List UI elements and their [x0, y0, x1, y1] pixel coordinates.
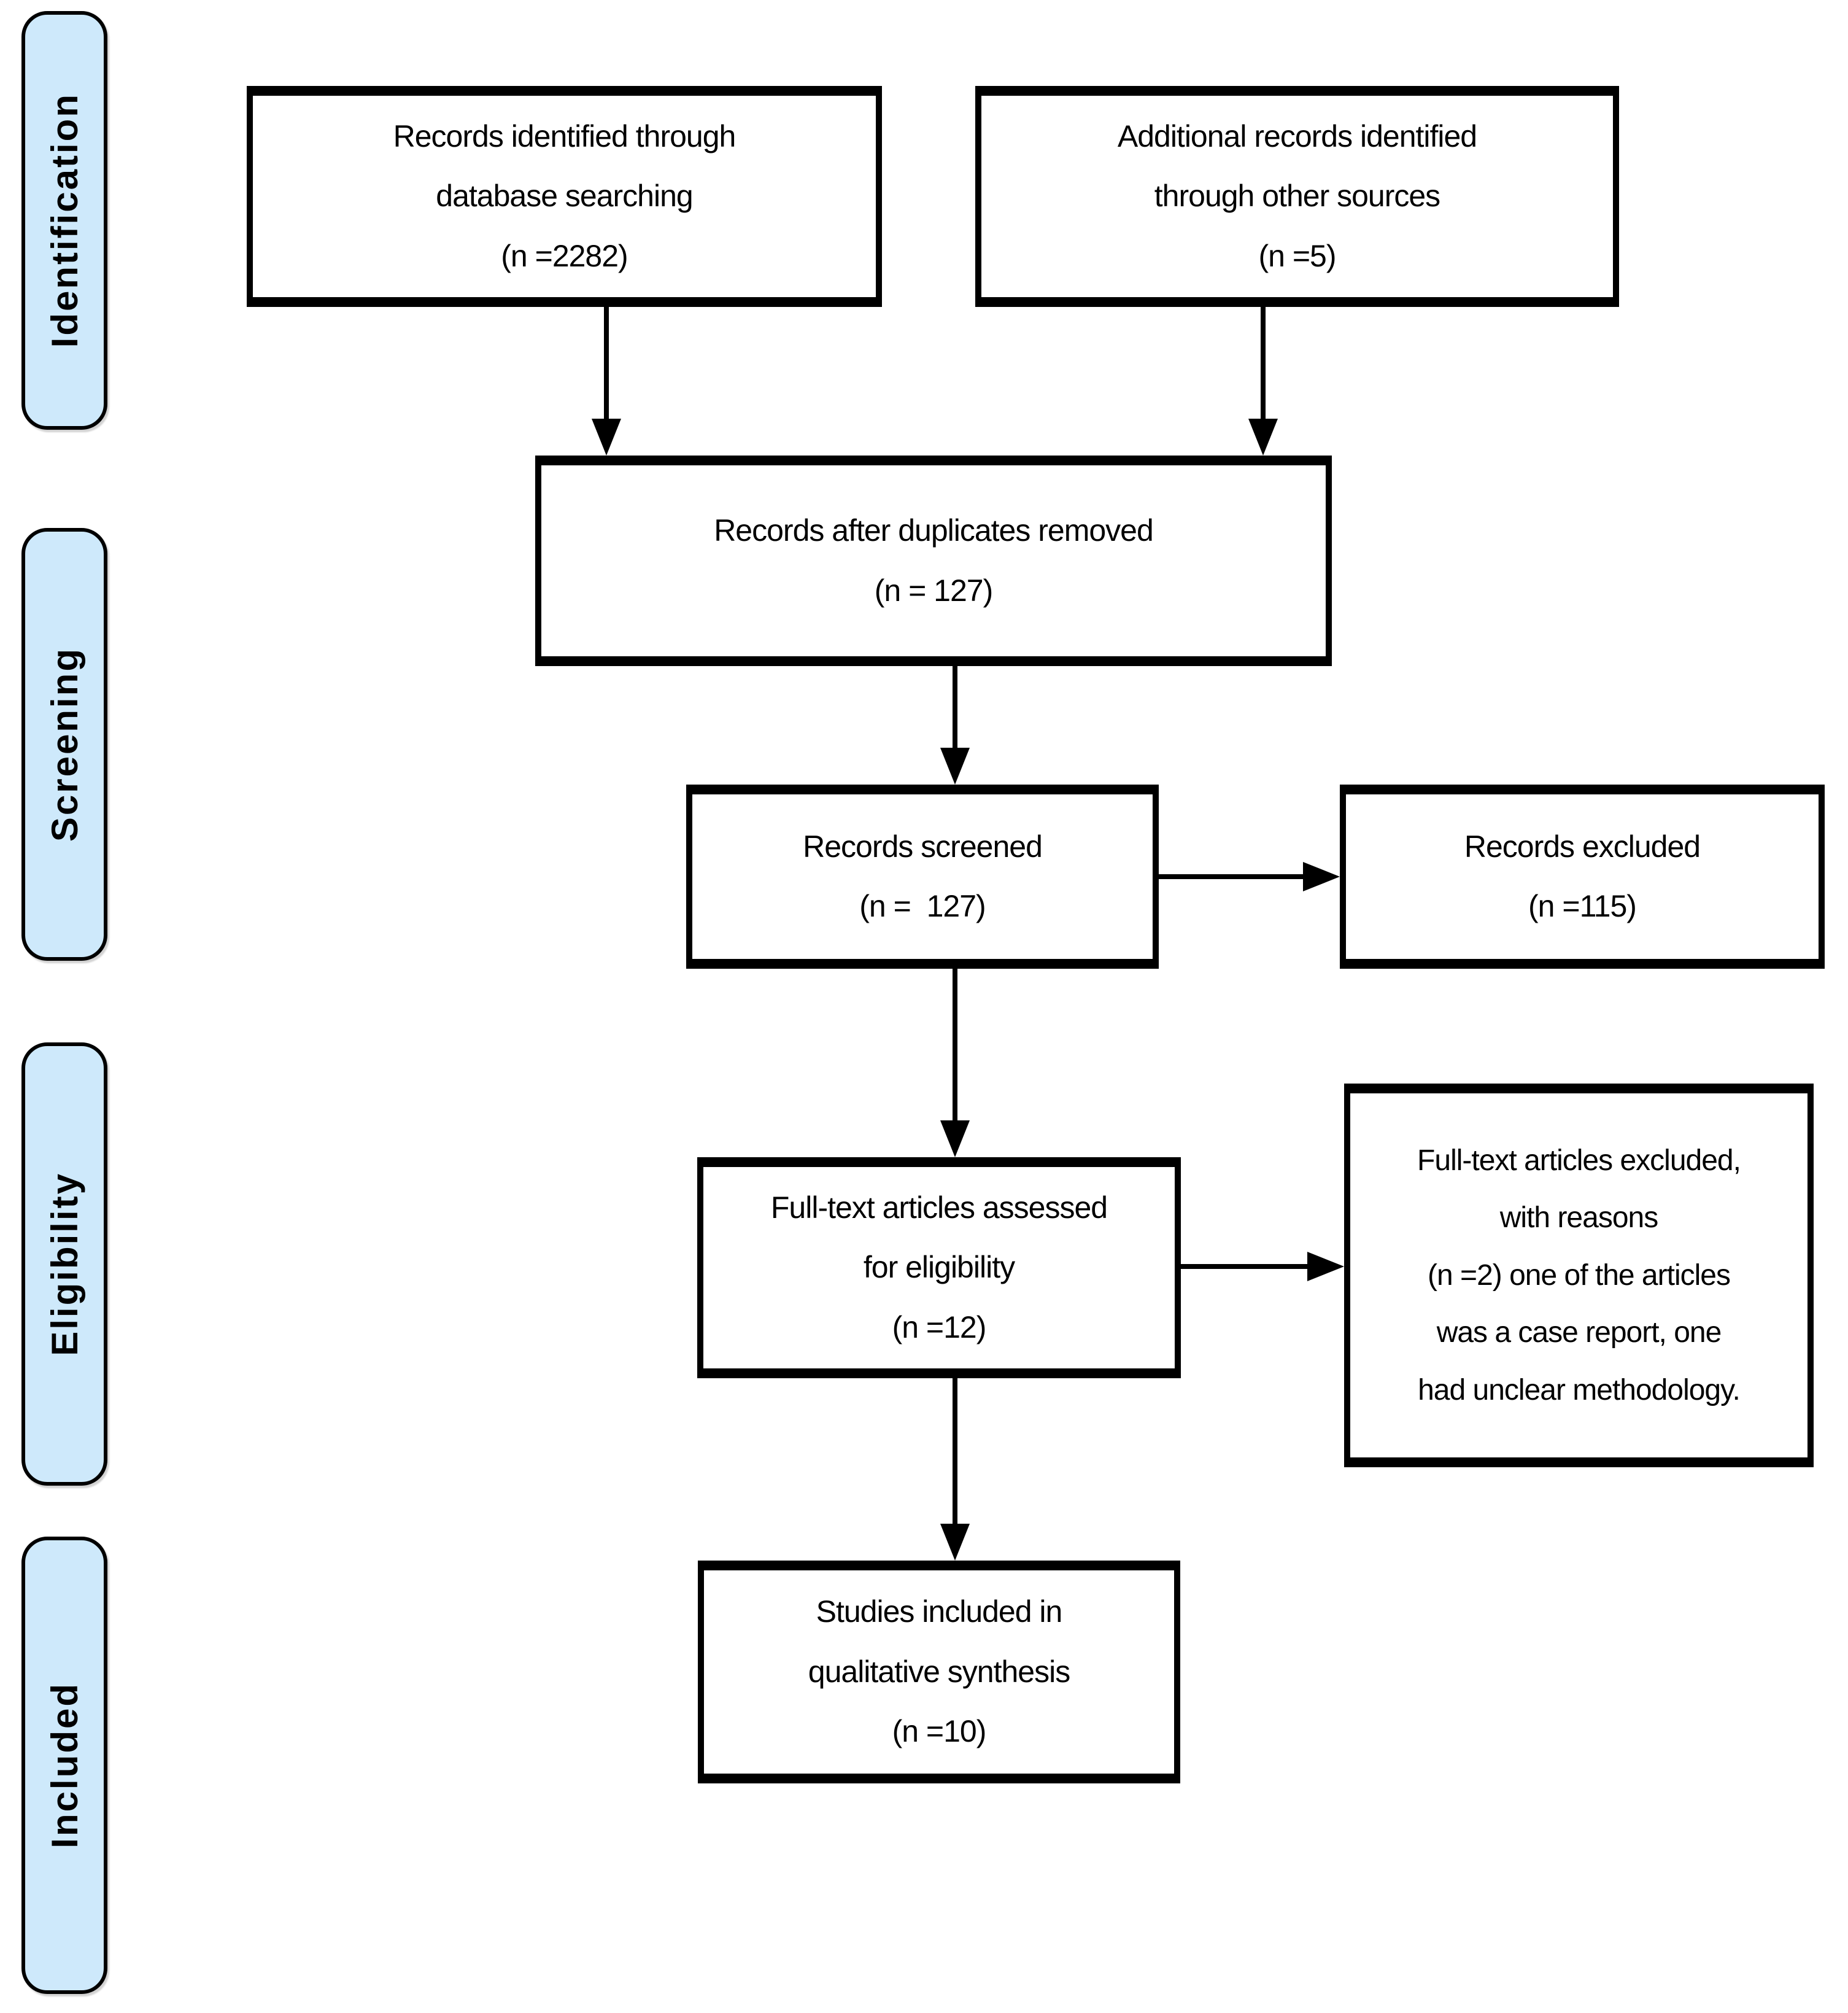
- stage-included: Included: [21, 1537, 107, 1994]
- arrowhead-screened-to-excluded: [1303, 862, 1340, 891]
- arrow-line-sources-to-duplicates: [1261, 307, 1266, 421]
- arrowhead-database-to-duplicates: [592, 419, 621, 456]
- stage-eligibility: Eligibility: [21, 1042, 107, 1486]
- box-studies-included-qualitative: Studies included in qualitative synthesi…: [698, 1561, 1180, 1783]
- arrow-line-screened-to-fulltext: [953, 969, 957, 1123]
- box-fulltext-articles-assessed: Full-text articles assessed for eligibil…: [697, 1157, 1181, 1378]
- arrow-line-fulltext-to-included: [953, 1378, 957, 1526]
- stage-screening: Screening: [21, 528, 107, 961]
- stage-eligibility-label: Eligibility: [44, 1172, 85, 1356]
- stage-identification-label: Identification: [44, 93, 85, 348]
- stage-screening-label: Screening: [44, 646, 85, 842]
- box-additional-records-other-sources: Additional records identified through ot…: [975, 86, 1619, 307]
- arrow-line-fulltext-to-excluded: [1181, 1264, 1310, 1269]
- arrow-line-database-to-duplicates: [604, 307, 609, 421]
- box-records-screened: Records screened (n = 127): [686, 785, 1159, 969]
- arrow-line-duplicates-to-screened: [953, 666, 957, 750]
- box-fulltext-articles-excluded: Full-text articles excluded, with reason…: [1344, 1084, 1814, 1467]
- arrowhead-fulltext-to-included: [940, 1524, 970, 1561]
- arrowhead-screened-to-fulltext: [940, 1120, 970, 1157]
- arrowhead-sources-to-duplicates: [1248, 419, 1278, 456]
- box-records-excluded: Records excluded (n =115): [1340, 785, 1825, 969]
- box-records-identified-database: Records identified through database sear…: [247, 86, 882, 307]
- arrow-line-screened-to-excluded: [1159, 874, 1306, 879]
- arrowhead-duplicates-to-screened: [940, 748, 970, 785]
- box-records-after-duplicates-removed: Records after duplicates removed (n = 12…: [535, 456, 1332, 666]
- stage-identification: Identification: [21, 11, 107, 430]
- arrowhead-fulltext-to-excluded: [1307, 1252, 1344, 1281]
- stage-included-label: Included: [44, 1682, 85, 1848]
